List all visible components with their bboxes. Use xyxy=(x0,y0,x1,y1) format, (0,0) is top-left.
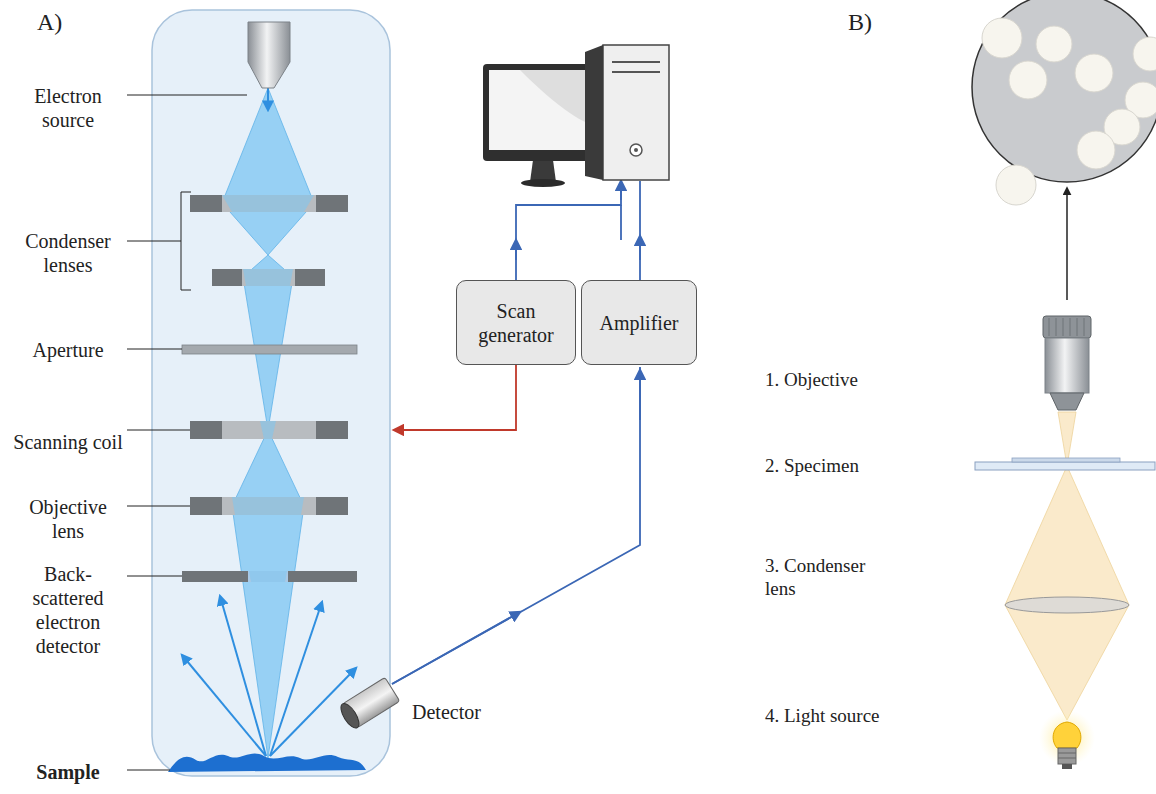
panel-letter: A) xyxy=(37,8,62,37)
condenser-lens xyxy=(190,195,348,212)
light-beam xyxy=(1005,412,1129,720)
process-box: Scan generator xyxy=(456,280,576,365)
light-bulb xyxy=(1039,710,1095,769)
leader-lines xyxy=(127,95,247,770)
sample-surface xyxy=(168,753,366,772)
vacuum-column xyxy=(152,10,390,776)
panel-letter: B) xyxy=(848,8,872,37)
electron-beam xyxy=(222,195,314,286)
computer xyxy=(483,45,669,187)
view-arrow xyxy=(1066,188,1068,300)
part-label: 2. Specimen xyxy=(765,455,859,478)
part-label: 1. Objective xyxy=(765,369,858,392)
part-label: 4. Light source xyxy=(765,705,880,728)
electron-source xyxy=(248,22,290,88)
scattered-electrons xyxy=(182,596,356,756)
bse-detector xyxy=(182,571,357,582)
part-label: Sample xyxy=(12,760,124,784)
condenser-lens xyxy=(1005,597,1129,613)
part-label: Aperture xyxy=(12,338,124,362)
part-label: Detector xyxy=(412,700,481,724)
process-box: Amplifier xyxy=(581,280,697,365)
part-label: Electron source xyxy=(12,84,124,132)
specimen-slide xyxy=(975,458,1155,470)
part-label: Objective lens xyxy=(12,495,124,543)
condenser-lens xyxy=(212,269,325,286)
objective xyxy=(1043,316,1091,410)
beam-arrow xyxy=(267,86,269,110)
microscope-view xyxy=(972,0,1156,205)
box-label: Amplifier xyxy=(600,311,679,335)
part-label: Back-scattered electron detector xyxy=(12,562,124,658)
electron-beam xyxy=(232,421,304,582)
box-label: Scan generator xyxy=(464,299,568,347)
signal-wires xyxy=(392,180,640,684)
aperture xyxy=(182,345,357,354)
part-label: Condenser lenses xyxy=(12,229,124,277)
detector xyxy=(337,677,399,730)
part-label: Scanning coil xyxy=(12,430,124,454)
part-label: 3. Condenser lens xyxy=(765,555,883,601)
scanning-coil xyxy=(190,421,348,439)
objective-lens xyxy=(190,497,348,515)
